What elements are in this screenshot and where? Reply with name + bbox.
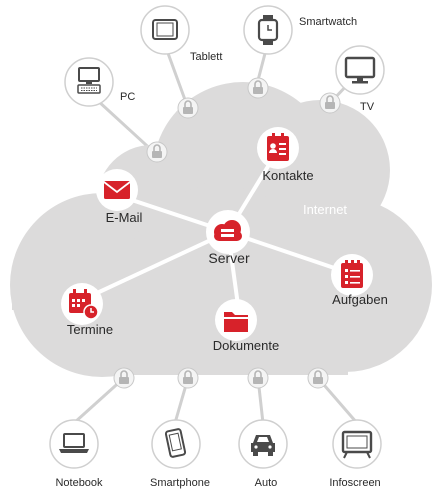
tasks-label: Aufgaben — [332, 292, 388, 307]
service-documents[interactable]: Dokumente — [213, 299, 279, 353]
tv-node-circle — [335, 45, 385, 95]
device-smartphone[interactable]: Smartphone — [150, 419, 210, 489]
tablet-label: Tablett — [190, 51, 222, 63]
connection-tablet — [163, 43, 190, 110]
calendar-label: Termine — [67, 322, 113, 337]
cloud-label: Internet — [303, 202, 347, 217]
folder-icon — [224, 312, 248, 332]
device-car[interactable]: Auto — [238, 419, 288, 489]
tv-icon — [344, 56, 376, 84]
lock-icon — [177, 97, 199, 119]
contact-card-icon — [267, 133, 289, 161]
service-email[interactable]: E-Mail — [96, 169, 143, 225]
notebook-label: Notebook — [55, 477, 103, 489]
contacts-label: Kontakte — [262, 168, 313, 183]
lock-icon — [177, 367, 199, 389]
smartphone-icon — [164, 428, 187, 458]
smartwatch-icon — [257, 15, 279, 45]
server-label: Server — [208, 250, 250, 266]
infoscreen-label: Infoscreen — [329, 477, 380, 489]
smartphone-node-circle — [151, 419, 201, 469]
device-pc[interactable]: PC — [64, 57, 135, 107]
task-list-icon — [341, 260, 363, 288]
tablet-icon — [152, 19, 178, 40]
server-node[interactable]: Server — [206, 210, 250, 266]
smartwatch-label: Smartwatch — [299, 16, 357, 28]
envelope-icon — [103, 181, 131, 199]
service-contacts[interactable]: Kontakte — [257, 127, 314, 183]
device-smartwatch[interactable]: Smartwatch — [243, 5, 357, 55]
device-tv[interactable]: TV — [335, 45, 385, 113]
lock-icon — [146, 141, 168, 163]
car-icon — [251, 435, 275, 456]
documents-label: Dokumente — [213, 338, 279, 353]
infoscreen-node-circle — [332, 419, 382, 469]
tablet-node-circle — [140, 5, 190, 55]
infoscreen-icon — [341, 430, 373, 459]
calendar-clock-icon — [69, 289, 99, 320]
connection-notebook — [72, 376, 126, 425]
lock-icon — [113, 367, 135, 389]
device-notebook[interactable]: Notebook — [49, 419, 103, 489]
link-calendar — [80, 230, 230, 302]
server-cloud-icon — [214, 220, 242, 241]
service-tasks[interactable]: Aufgaben — [331, 254, 388, 307]
pc-label: PC — [120, 91, 135, 103]
laptop-icon — [59, 433, 89, 453]
lock-icon — [307, 367, 329, 389]
tv-label: TV — [360, 101, 375, 113]
lock-icons — [113, 77, 341, 389]
lock-icon — [247, 367, 269, 389]
lock-icon — [247, 77, 269, 99]
lock-icon — [319, 92, 341, 114]
car-label: Auto — [255, 477, 278, 489]
device-tablet[interactable]: Tablett — [140, 5, 222, 63]
email-label: E-Mail — [106, 210, 143, 225]
service-calendar[interactable]: Termine — [61, 283, 113, 337]
notebook-node-circle — [49, 419, 99, 469]
computer-icon — [77, 67, 101, 94]
smartphone-label: Smartphone — [150, 477, 210, 489]
device-infoscreen[interactable]: Infoscreen — [329, 419, 382, 489]
